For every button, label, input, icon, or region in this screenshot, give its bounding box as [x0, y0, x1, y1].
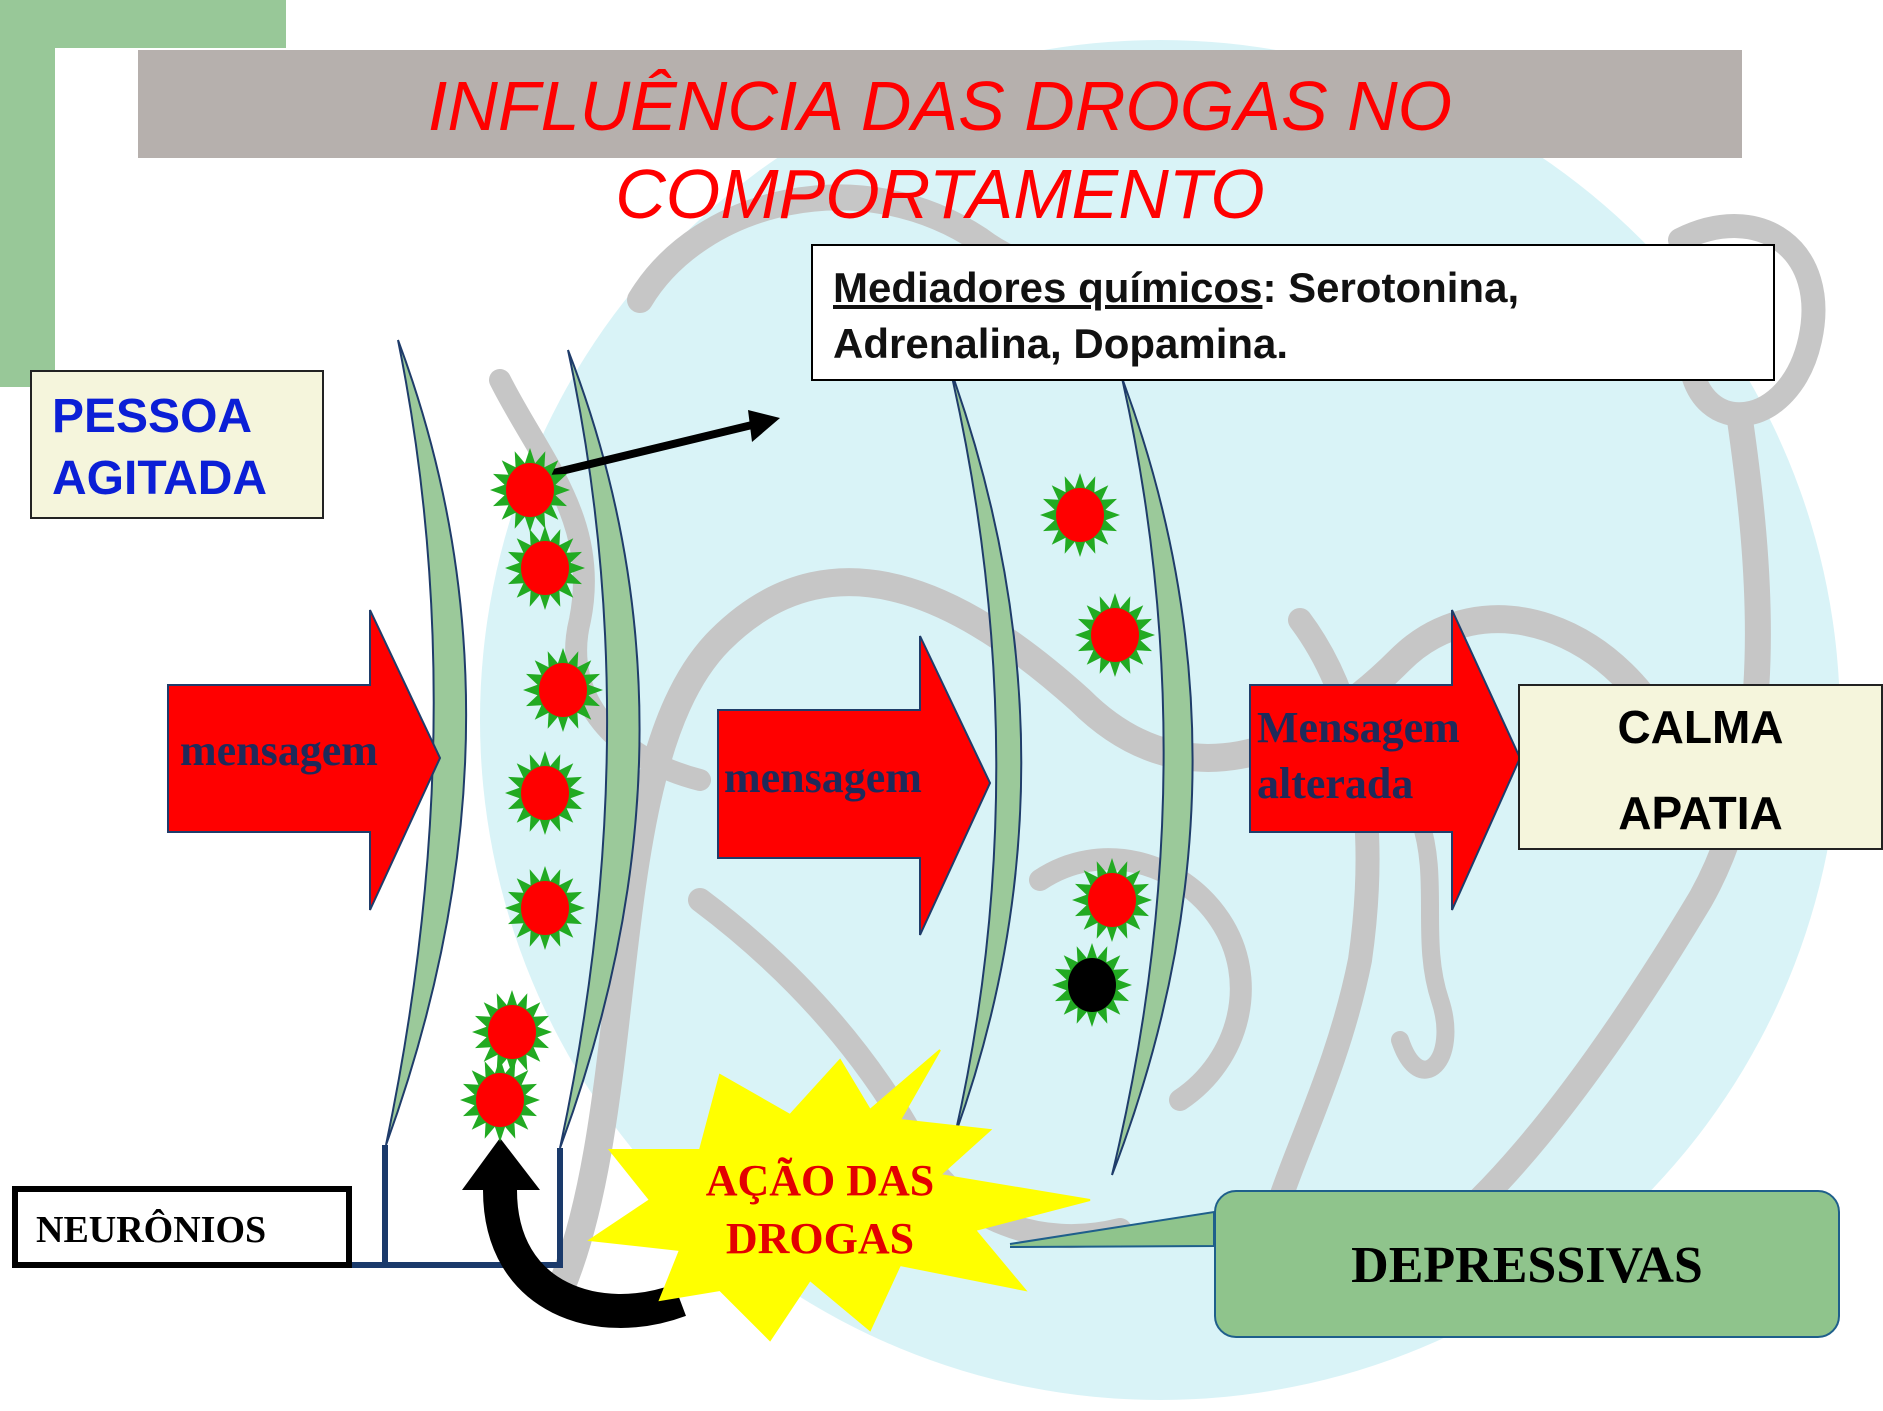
- arrow-label-2: mensagem: [724, 753, 922, 802]
- mediator-dot: [488, 1005, 536, 1059]
- mediator-dot: [476, 1073, 524, 1127]
- message-arrow-2: [717, 635, 992, 936]
- message-arrow-1: [167, 609, 442, 911]
- person-state-box: PESSOA AGITADA: [30, 370, 324, 519]
- pointer-arrow: [544, 410, 780, 479]
- arrow-label-3-line-2: alterada: [1257, 759, 1414, 808]
- neurons-label: NEURÔNIOS: [36, 1209, 267, 1251]
- title-line-2: COMPORTAMENTO: [615, 155, 1265, 233]
- mediator-dot: [521, 766, 569, 820]
- message-arrow-3: [1249, 609, 1522, 911]
- result-box: CALMA APATIA: [1518, 684, 1883, 850]
- result-line-1: CALMA: [1617, 701, 1784, 753]
- mediators-box: Mediadores químicos: Serotonina, Adrenal…: [811, 244, 1775, 381]
- mediator-dot: [506, 463, 554, 517]
- arrow-label-3: Mensagem alterada: [1257, 700, 1460, 812]
- mediator-dot: [1056, 488, 1104, 542]
- mediators-label: Mediadores químicos: [833, 264, 1263, 311]
- mediators-text: : Serotonina, Adrenalina, Dopamina.: [833, 264, 1520, 367]
- accent-bar: [0, 0, 286, 387]
- arrow-label-3-line-1: Mensagem: [1257, 703, 1460, 752]
- person-state-line-1: PESSOA: [52, 390, 253, 443]
- mediator-dot: [1088, 873, 1136, 927]
- curved-arrow: [462, 1138, 686, 1328]
- arrow-label-1: mensagem: [180, 726, 378, 775]
- membrane-4: [1111, 377, 1194, 1176]
- mediator-dot: [521, 541, 569, 595]
- page-title: INFLUÊNCIA DAS DROGAS NO COMPORTAMENTO: [140, 62, 1740, 238]
- neurons-label-box: NEURÔNIOS: [12, 1186, 352, 1268]
- mediator-dot: [1091, 608, 1139, 662]
- drug-action-label: AÇÃO DAS DROGAS: [640, 1152, 1000, 1268]
- drug-type-box: DEPRESSIVAS: [1214, 1190, 1840, 1338]
- result-line-2: APATIA: [1618, 787, 1783, 839]
- title-line-1: INFLUÊNCIA DAS DROGAS NO: [427, 67, 1453, 145]
- mediator-dot: [539, 663, 587, 717]
- drug-action-line-2: DROGAS: [725, 1214, 915, 1263]
- drug-action-burst: [587, 1049, 1091, 1342]
- title-band: [138, 50, 1742, 158]
- drug-type-label: DEPRESSIVAS: [1351, 1237, 1703, 1294]
- blocked-mediator-dot: [1068, 958, 1116, 1012]
- person-state-line-2: AGITADA: [52, 452, 268, 505]
- drug-action-line-1: AÇÃO DAS: [705, 1156, 935, 1205]
- mediator-dot: [521, 881, 569, 935]
- neurotransmitter-dots: [460, 448, 1155, 1142]
